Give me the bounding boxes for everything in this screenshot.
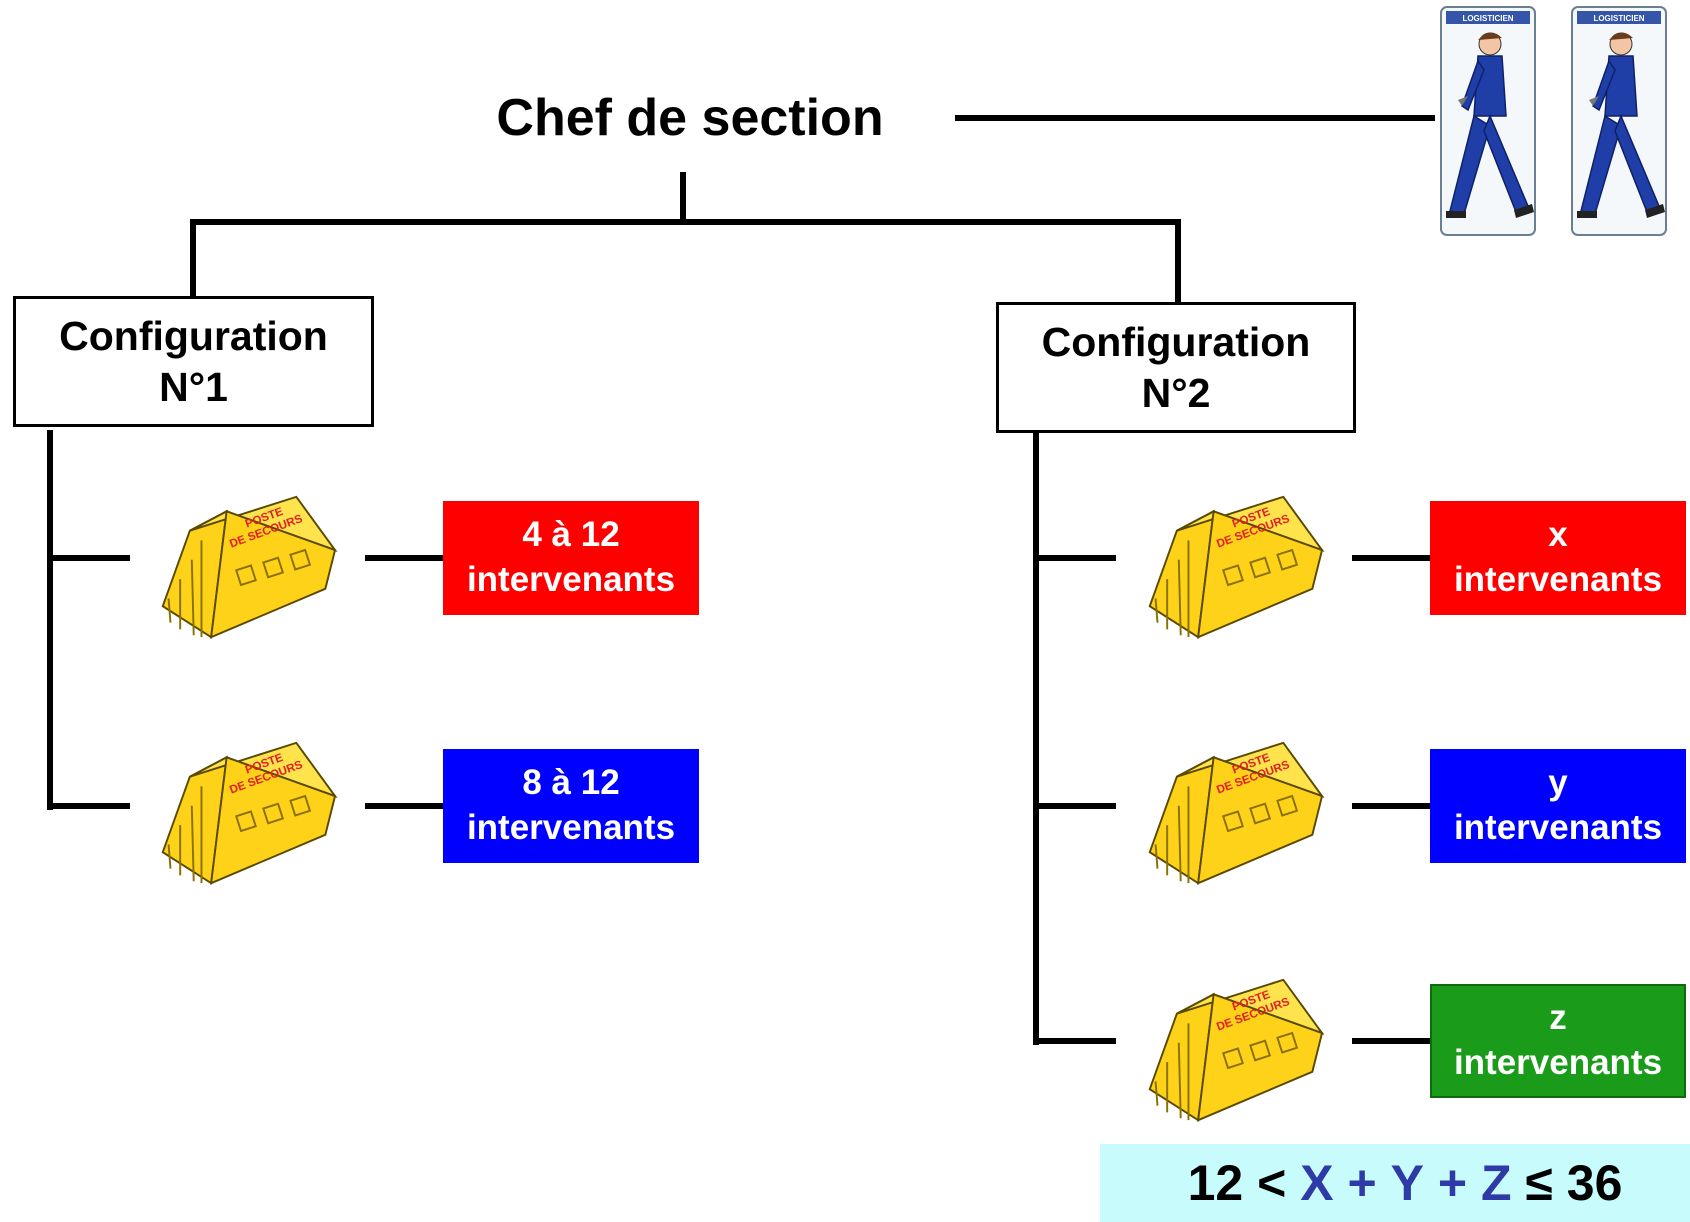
config2-team-x-count: x intervenants bbox=[1430, 501, 1686, 615]
config1-team2-count: 8 à 12 intervenants bbox=[443, 749, 699, 863]
connector-lines bbox=[47, 115, 1435, 1045]
team-count-label: intervenants bbox=[1453, 560, 1663, 599]
poste-de-secours-tent: POSTE DE SECOURS bbox=[161, 495, 336, 639]
logisticien-figure: LOGISTICIEN bbox=[1571, 6, 1667, 236]
team-count-value: 8 à 12 bbox=[522, 763, 620, 803]
formula-plus: + bbox=[1437, 1155, 1468, 1211]
team-count-value: z bbox=[1549, 998, 1567, 1038]
logisticien-label: LOGISTICIEN bbox=[1593, 14, 1644, 23]
team-count-value: x bbox=[1548, 515, 1568, 555]
poste-de-secours-tent: POSTE DE SECOURS bbox=[1148, 495, 1323, 639]
configuration-label: Configuration bbox=[1041, 319, 1311, 366]
team-count-label: intervenants bbox=[466, 560, 676, 599]
team-count-label: intervenants bbox=[1453, 808, 1663, 847]
team-count-value: y bbox=[1548, 763, 1568, 803]
formula-var-y: Y bbox=[1390, 1155, 1424, 1211]
poste-de-secours-tent: POSTE DE SECOURS bbox=[161, 741, 336, 885]
logisticien-figure: LOGISTICIEN bbox=[1440, 6, 1536, 236]
configuration-number: N°2 bbox=[1141, 369, 1211, 416]
team-count-label: intervenants bbox=[1453, 1043, 1663, 1082]
formula-var-z: Z bbox=[1480, 1155, 1512, 1211]
poste-de-secours-tent: POSTE DE SECOURS bbox=[1148, 978, 1323, 1122]
team-count-label: intervenants bbox=[466, 808, 676, 847]
formula-upper-bound: ≤ 36 bbox=[1525, 1155, 1623, 1211]
poste-de-secours-tent: POSTE DE SECOURS bbox=[1148, 741, 1323, 885]
config1-team1-count: 4 à 12 intervenants bbox=[443, 501, 699, 615]
configuration-number: N°1 bbox=[159, 363, 228, 410]
logisticien-label: LOGISTICIEN bbox=[1462, 14, 1513, 23]
configuration-2-box: Configuration N°2 bbox=[996, 302, 1356, 433]
formula-var-x: X bbox=[1300, 1155, 1334, 1211]
team-count-value: 4 à 12 bbox=[522, 515, 620, 555]
total-constraint-formula: 12 < X + Y + Z ≤ 36 bbox=[1100, 1144, 1690, 1222]
config2-team-z-count: z intervenants bbox=[1430, 984, 1686, 1098]
formula-lower-bound: 12 < bbox=[1187, 1155, 1287, 1211]
config2-team-y-count: y intervenants bbox=[1430, 749, 1686, 863]
configuration-1-box: Configuration N°1 bbox=[13, 296, 374, 427]
formula-plus: + bbox=[1347, 1155, 1377, 1211]
configuration-label: Configuration bbox=[59, 313, 328, 360]
chef-de-section-title: Chef de section bbox=[496, 89, 884, 147]
